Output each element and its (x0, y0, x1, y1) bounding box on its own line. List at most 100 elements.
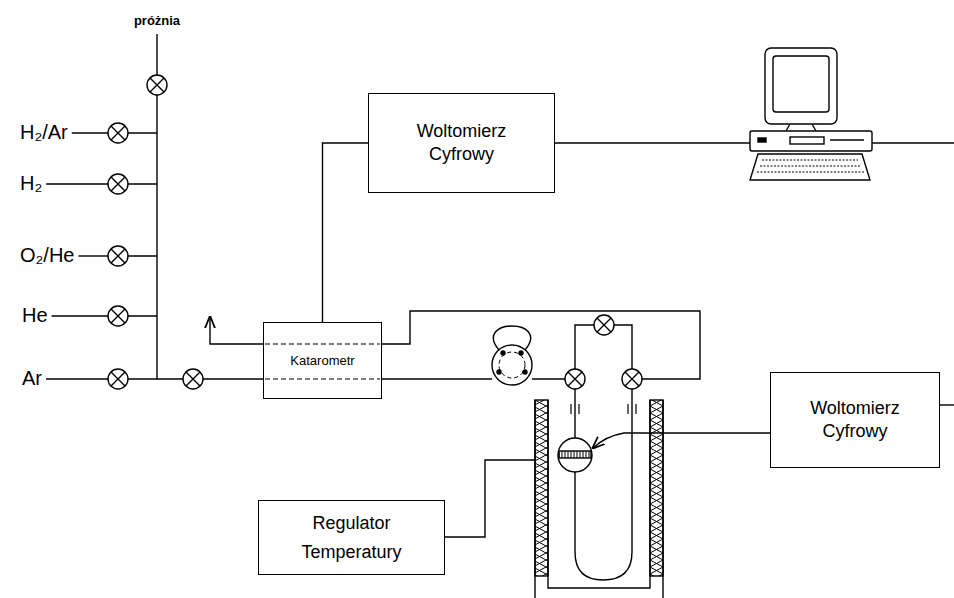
furnace (535, 400, 663, 598)
shutoff-valves (108, 174, 128, 194)
signal-wires (593, 433, 770, 448)
shutoff-valves (108, 369, 128, 389)
shutoff-valves (625, 372, 639, 386)
shutoff-valves (108, 123, 128, 143)
shutoff-valves (108, 246, 128, 266)
signal-wires (445, 460, 535, 537)
shutoff-valves (111, 309, 125, 323)
box-label: Woltomierz Cyfrowy (790, 397, 920, 444)
computer-icon (758, 138, 766, 142)
six-port-valve (523, 370, 527, 374)
computer-icon (786, 124, 816, 131)
gas-lines (532, 378, 565, 379)
shutoff-valves (108, 306, 128, 326)
six-port-valve (499, 352, 525, 378)
gas-lines (575, 325, 594, 369)
gas-inlet-lead (46, 183, 108, 184)
gas-name: H₂/Ar (20, 122, 68, 142)
box-label: Regulator Temperatury (287, 509, 417, 567)
six-port-valve (519, 351, 523, 355)
six-port-valve (497, 370, 501, 374)
box-label: Katarometr (290, 353, 354, 369)
reactor-bulb (558, 438, 592, 472)
shutoff-valves (597, 318, 611, 332)
instrument-box: Katarometr (263, 322, 382, 399)
shutoff-valves (622, 369, 642, 389)
shutoff-valves (147, 75, 167, 95)
shutoff-valves (183, 369, 203, 389)
shutoff-valves (111, 372, 125, 386)
computer-icon (757, 160, 864, 172)
signal-wires (445, 143, 954, 537)
shutoff-valves (565, 369, 585, 389)
shutoff-valves (108, 246, 128, 266)
shutoff-valves (594, 315, 614, 335)
shutoff-valves (565, 369, 585, 389)
detector-channels (265, 378, 380, 379)
signal-wires (555, 142, 750, 143)
shutoff-valves (108, 123, 128, 143)
instrument-box: Regulator Temperatury (258, 500, 445, 575)
signal-wires (872, 142, 954, 143)
computer-icon (830, 139, 864, 140)
shutoff-valves (108, 174, 128, 194)
computer-icon (765, 48, 837, 124)
shutoff-valves (150, 78, 164, 92)
gas-name: Ar (22, 368, 42, 388)
shutoff-valves (186, 372, 200, 386)
shutoff-valves (108, 306, 128, 326)
gas-inlet-lead (52, 315, 108, 316)
box-label: Woltomierz Cyfrowy (397, 120, 527, 167)
ground-joints (627, 404, 628, 414)
shutoff-valves (594, 315, 614, 335)
ground-joints (635, 404, 636, 414)
gas-lines (574, 389, 575, 438)
gas-inlet-lead (72, 132, 108, 133)
shutoff-valves (108, 75, 642, 389)
ground-joints (578, 404, 579, 414)
gas-lines (575, 389, 632, 580)
shutoff-valves (568, 372, 582, 386)
computer-icon (790, 137, 824, 144)
gas-lines (614, 325, 632, 369)
six-port-valve (492, 345, 532, 385)
detector-channels (265, 344, 380, 379)
gas-name: H₂ (20, 173, 42, 193)
furnace (535, 400, 663, 598)
gas-lines (108, 34, 700, 580)
shutoff-valves (111, 249, 125, 263)
detector-channels (265, 343, 380, 344)
instrument-box: Woltomierz Cyfrowy (368, 93, 555, 193)
computer-icon (773, 56, 829, 112)
computer-icon (750, 131, 872, 151)
shutoff-valves (111, 126, 125, 140)
shutoff-valves (622, 369, 642, 389)
gas-lines (382, 378, 492, 379)
computer-icon (750, 48, 872, 180)
line-label: próżnia (134, 14, 180, 27)
gas-name: O₂/He (20, 245, 74, 265)
reactor-bulb (558, 438, 592, 472)
shutoff-valves (147, 75, 167, 95)
gas-name: He (22, 305, 48, 325)
six-port-valve (492, 326, 532, 385)
gas-lines (382, 311, 700, 379)
furnace (535, 400, 548, 576)
shutoff-valves (111, 177, 125, 191)
shutoff-valves (183, 369, 203, 389)
furnace (650, 400, 663, 576)
signal-wire (323, 143, 369, 322)
gas-inlet-lead (46, 378, 108, 379)
signal-wires (940, 404, 954, 405)
instrument-box: Woltomierz Cyfrowy (770, 372, 940, 468)
gas-inlet-lead (78, 255, 108, 256)
ground-joints (571, 404, 636, 414)
gas-lines (210, 317, 263, 344)
ground-joints (570, 404, 571, 414)
six-port-valve (501, 351, 505, 355)
reactor-bulb (559, 451, 591, 458)
shutoff-valves (108, 369, 128, 389)
